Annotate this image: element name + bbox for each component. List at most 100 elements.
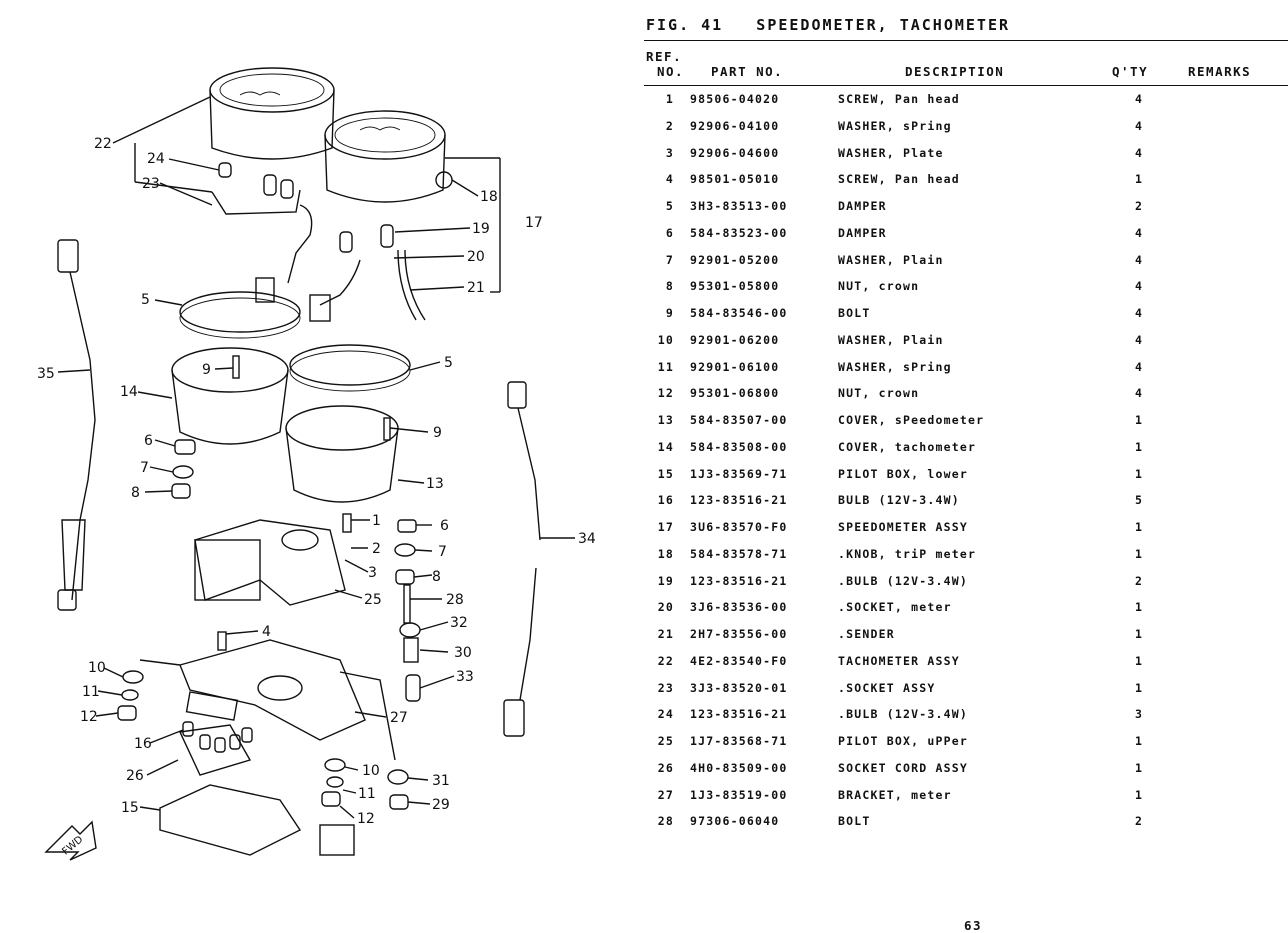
description-cell: SOCKET CORD ASSY xyxy=(838,760,968,775)
description-cell: .KNOB, triP meter xyxy=(838,546,977,561)
ref-no-cell: 25 xyxy=(657,734,674,748)
part-number-cell: 97306-06040 xyxy=(690,814,780,829)
part-number-cell: 3H3-83513-00 xyxy=(690,199,788,213)
description-cell: BULB (12V-3.4W) xyxy=(838,493,960,508)
description-cell: BOLT xyxy=(838,306,871,320)
ref-no-cell: 19 xyxy=(657,573,674,588)
ref-no-cell: 26 xyxy=(657,760,674,775)
callout-13: 13 xyxy=(426,476,444,492)
table-row: 25 1J7-83568-71 PILOT BOX, uPPer 1 xyxy=(644,734,1288,754)
part-number-cell: 584-83523-00 xyxy=(690,225,788,240)
leader-lines xyxy=(57,96,575,819)
ref-no-cell: 8 xyxy=(665,279,674,294)
callout-35: 35 xyxy=(37,366,55,382)
table-row: 16 123-83516-21 BULB (12V-3.4W) 5 xyxy=(644,493,1288,513)
quantity-cell: 1 xyxy=(1134,760,1144,775)
description-cell: SCREW, Pan head xyxy=(838,92,960,106)
part-number-cell: 1J7-83568-71 xyxy=(690,734,788,748)
quantity-cell: 1 xyxy=(1134,734,1144,748)
tachometer-cable xyxy=(57,239,96,611)
description-cell: WASHER, Plate xyxy=(838,145,944,160)
ref-no-cell: 7 xyxy=(665,252,674,267)
header-part-no: PART NO. xyxy=(711,64,784,79)
part-number-cell: 1J3-83519-00 xyxy=(690,787,788,802)
callout-29: 29 xyxy=(432,797,450,813)
callout-26: 26 xyxy=(126,768,144,784)
callout-10-right: 10 xyxy=(362,763,380,779)
quantity-cell: 1 xyxy=(1134,627,1144,641)
part-number-cell: 3J3-83520-01 xyxy=(690,680,788,695)
washer-10-left xyxy=(122,670,144,684)
ref-no-cell: 16 xyxy=(657,493,674,508)
part-number-cell: 584-83508-00 xyxy=(690,439,788,454)
figure-title: FIG. 41 SPEEDOMETER, TACHOMETER xyxy=(646,16,1011,34)
callout-25: 25 xyxy=(364,592,382,608)
callout-5-left: 5 xyxy=(141,292,150,308)
quantity-cell: 4 xyxy=(1134,386,1144,401)
callout-19: 19 xyxy=(472,221,490,237)
description-cell: COVER, sPeedometer xyxy=(838,413,985,427)
ref-no-cell: 28 xyxy=(657,814,674,829)
ref-no-cell: 23 xyxy=(657,680,674,695)
part-number-cell: 92901-06200 xyxy=(690,332,780,347)
part-number-cell: 123-83516-21 xyxy=(690,707,788,722)
callout-20: 20 xyxy=(467,249,485,265)
description-cell: NUT, crown xyxy=(838,279,920,294)
quantity-cell: 4 xyxy=(1134,118,1144,133)
ref-no-cell: 2 xyxy=(665,118,674,133)
ref-no-cell: 13 xyxy=(657,413,674,427)
header-remarks: REMARKS xyxy=(1188,64,1252,79)
callout-9-right: 9 xyxy=(433,425,442,441)
description-cell: .BULB (12V-3.4W) xyxy=(838,707,968,722)
pilot-box-upper xyxy=(194,519,346,606)
callout-17: 17 xyxy=(525,215,543,231)
quantity-cell: 2 xyxy=(1134,814,1144,829)
callout-5-right: 5 xyxy=(444,355,453,371)
quantity-cell: 5 xyxy=(1134,493,1144,508)
quantity-cell: 1 xyxy=(1134,680,1144,695)
callout-11-left: 11 xyxy=(82,684,100,700)
ref-no-cell: 9 xyxy=(665,306,674,320)
callout-7-left: 7 xyxy=(140,460,149,476)
part-number-cell: 3J6-83536-00 xyxy=(690,600,788,615)
callout-3: 3 xyxy=(368,565,377,581)
ref-no-cell: 6 xyxy=(665,225,674,240)
description-cell: PILOT BOX, uPPer xyxy=(838,734,968,748)
quantity-cell: 2 xyxy=(1134,573,1144,588)
part-number-cell: 4E2-83540-F0 xyxy=(690,653,788,668)
part-number-cell: 95301-05800 xyxy=(690,279,780,294)
description-cell: DAMPER xyxy=(838,199,887,213)
part-number-cell: 2H7-83556-00 xyxy=(690,627,788,641)
callout-22: 22 xyxy=(94,136,112,152)
callout-12-left: 12 xyxy=(80,709,98,725)
description-cell: .SOCKET, meter xyxy=(838,600,952,615)
header-rule-top xyxy=(644,40,1288,41)
callout-10-left: 10 xyxy=(88,660,106,676)
quantity-cell: 4 xyxy=(1134,279,1144,294)
quantity-cell: 4 xyxy=(1134,225,1144,240)
tachometer-assembly xyxy=(209,67,335,303)
callout-24: 24 xyxy=(147,151,165,167)
ref-no-cell: 17 xyxy=(657,520,674,534)
quantity-cell: 3 xyxy=(1134,707,1144,722)
quantity-cell: 4 xyxy=(1134,92,1144,106)
ref-no-cell: 15 xyxy=(657,466,674,481)
ref-no-cell: 4 xyxy=(665,172,674,187)
description-cell: WASHER, Plain xyxy=(838,332,944,347)
description-cell: SCREW, Pan head xyxy=(838,172,960,187)
part-number-cell: 123-83516-21 xyxy=(690,493,788,508)
